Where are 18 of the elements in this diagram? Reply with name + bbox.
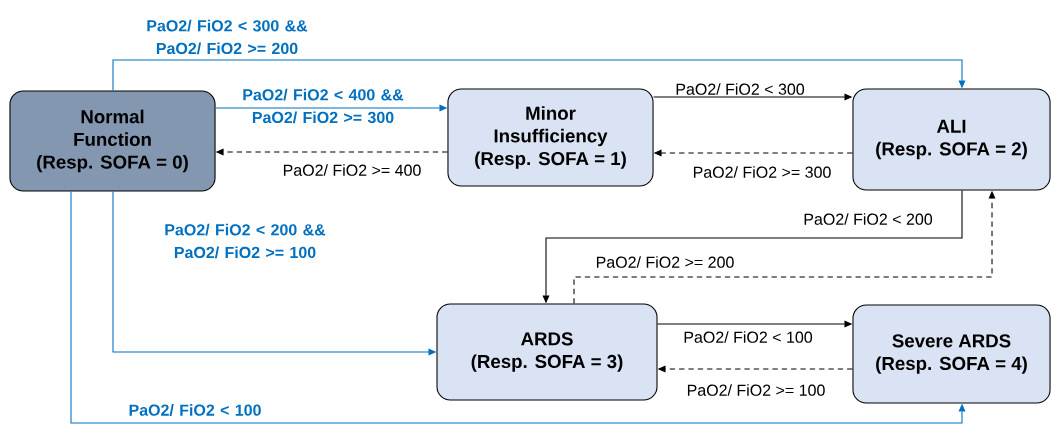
arrow [112,59,966,91]
state-box: Minor Insufficiency (Resp. SOFA = 1) [447,88,654,187]
edge-label: PaO2/ FiO2 < 300 [676,83,805,95]
state-box: ALI (Resp. SOFA = 2) [852,88,1051,191]
edge-label: PaO2/ FiO2 >= 400 [283,164,421,176]
edge-label: PaO2/ FiO2 < 200 [804,213,933,225]
edge-label: PaO2/ FiO2 < 100 [129,404,261,416]
edge-label: PaO2/ FiO2 < 400 && PaO2/ FiO2 >= 300 [243,88,404,124]
edge-label: PaO2/ FiO2 >= 200 [596,256,734,268]
state-box: Severe ARDS (Resp. SOFA = 4) [852,304,1051,404]
edge-label: PaO2/ FiO2 < 100 [684,331,813,343]
edge-label: PaO2/ FiO2 >= 100 [687,384,825,396]
edge-label: PaO2/ FiO2 < 200 && PaO2/ FiO2 >= 100 [165,223,326,259]
arrow [70,191,966,424]
edge-label: PaO2/ FiO2 >= 300 [693,166,831,178]
edge-label: PaO2/ FiO2 < 300 && PaO2/ FiO2 >= 200 [147,19,308,55]
state-box: ARDS (Resp. SOFA = 3) [436,303,658,401]
state-box: Normal Function (Resp. SOFA = 0) [9,90,216,192]
